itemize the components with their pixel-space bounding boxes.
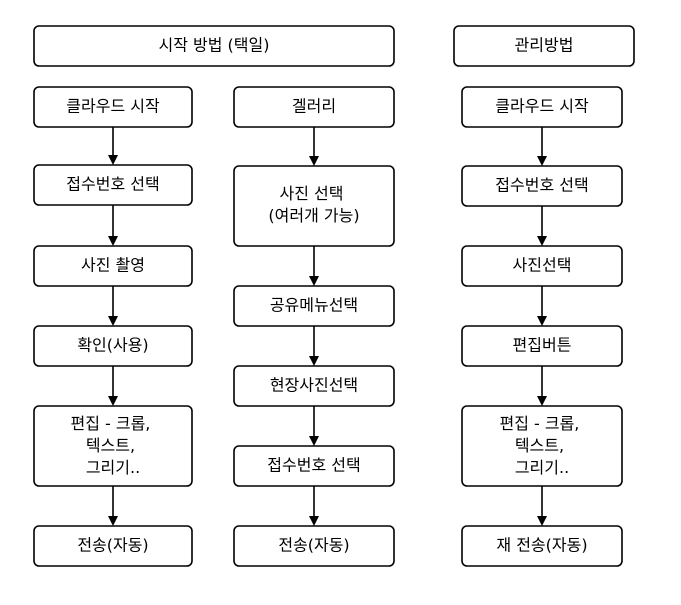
gallery-step-receipt-select: 접수번호 선택: [233, 445, 395, 487]
gallery-step-share-menu-label: 공유메뉴선택: [270, 296, 358, 315]
cloud-step-edit-line-1: 편집 - 크롭,: [70, 414, 150, 433]
gallery-step-start: 겔러리: [233, 86, 395, 128]
cloud-step-take-photo-label: 사진 촬영: [81, 256, 145, 275]
gallery-step-receipt-select-label: 접수번호 선택: [267, 456, 360, 475]
cloud-step-edit-line-2: 텍스트,: [86, 436, 135, 455]
gallery-step-send: 전송(자동): [233, 525, 395, 567]
cloud-step-send-label: 전송(자동): [77, 536, 148, 555]
gallery-step-send-label: 전송(자동): [278, 536, 349, 555]
gallery-step-photo-select-line-2: (여러개 가능): [268, 206, 359, 225]
cloud-step-edit-line-3: 그리기..: [86, 458, 140, 477]
header-start-methods-label: 시작 방법 (택일): [159, 36, 270, 55]
manage-step-edit-label: 편집 - 크롭, 텍스트, 그리기..: [499, 414, 584, 477]
manage-step-resend-label: 재 전송(자동): [496, 536, 587, 555]
gallery-step-share-menu: 공유메뉴선택: [233, 285, 395, 327]
gallery-step-site-photo: 현장사진선택: [233, 365, 395, 407]
cloud-step-receipt-select: 접수번호 선택: [33, 164, 193, 206]
manage-flow: 클라우드 시작 접수번호 선택 사진선택 편집버튼 편집 - 크롭, 텍스트, …: [461, 86, 623, 567]
cloud-flow: 클라우드 시작 접수번호 선택 사진 촬영 확인(사용) 편집 - 크롭, 텍스…: [33, 86, 193, 567]
manage-step-photo-select-label: 사진선택: [513, 256, 572, 275]
gallery-step-site-photo-label: 현장사진선택: [270, 376, 358, 395]
cloud-step-edit: 편집 - 크롭, 텍스트, 그리기..: [33, 405, 193, 487]
header-management-method-label: 관리방법: [515, 36, 574, 55]
manage-step-edit-line-2: 텍스트,: [515, 436, 564, 455]
cloud-step-send: 전송(자동): [33, 525, 193, 567]
manage-step-edit: 편집 - 크롭, 텍스트, 그리기..: [461, 405, 623, 487]
manage-step-start-label: 클라우드 시작: [495, 97, 589, 116]
cloud-step-take-photo: 사진 촬영: [33, 245, 193, 287]
gallery-step-photo-select: 사진 선택 (여러개 가능): [233, 165, 395, 247]
cloud-step-confirm: 확인(사용): [33, 325, 193, 367]
cloud-step-edit-label: 편집 - 크롭, 텍스트, 그리기..: [70, 414, 155, 477]
gallery-step-start-label: 겔러리: [292, 97, 336, 116]
cloud-step-confirm-label: 확인(사용): [77, 336, 148, 355]
manage-step-receipt-select: 접수번호 선택: [461, 165, 623, 207]
cloud-step-start: 클라우드 시작: [33, 86, 193, 128]
cloud-step-receipt-select-label: 접수번호 선택: [66, 175, 159, 194]
manage-step-edit-button-label: 편집버튼: [513, 336, 572, 355]
header-start-methods: 시작 방법 (택일): [33, 25, 395, 67]
manage-step-edit-line-3: 그리기..: [515, 458, 569, 477]
manage-step-start: 클라우드 시작: [461, 86, 623, 128]
cloud-step-start-label: 클라우드 시작: [66, 97, 160, 116]
gallery-step-photo-select-line-1: 사진 선택: [279, 184, 343, 203]
manage-step-resend: 재 전송(자동): [461, 525, 623, 567]
gallery-flow: 겔러리 사진 선택 (여러개 가능) 공유메뉴선택 현장사진선택 접수번호 선택…: [233, 86, 395, 567]
manage-step-receipt-select-label: 접수번호 선택: [495, 176, 588, 195]
header-management-method: 관리방법: [453, 25, 635, 67]
gallery-step-photo-select-label: 사진 선택 (여러개 가능): [268, 184, 359, 225]
manage-step-edit-button: 편집버튼: [461, 325, 623, 367]
manage-step-photo-select: 사진선택: [461, 245, 623, 287]
manage-step-edit-line-1: 편집 - 크롭,: [499, 414, 579, 433]
